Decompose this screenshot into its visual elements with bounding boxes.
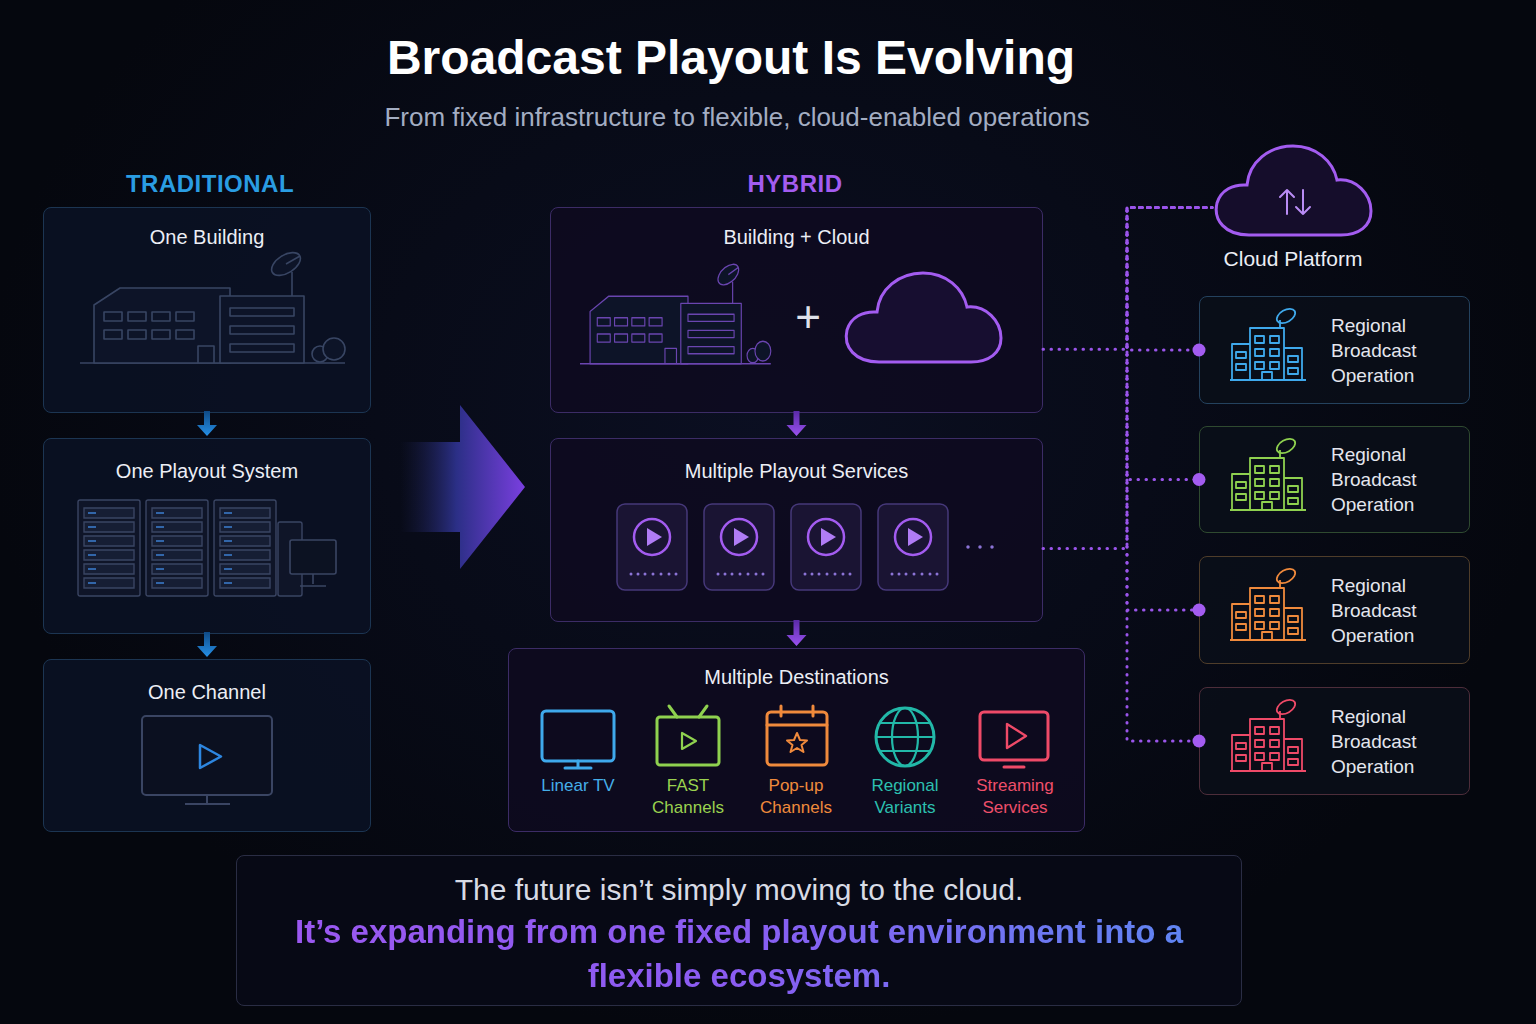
stage-box: Multiple Playout Services (550, 438, 1043, 622)
flow-arrow (197, 632, 217, 657)
destination-label: Linear TV (526, 775, 630, 797)
column-heading: HYBRID (645, 170, 945, 198)
destination-label: FAST Channels (636, 775, 740, 819)
node-label: Regional Broadcast Operation (1331, 313, 1456, 388)
node-label: The future isn’t simply moving to the cl… (237, 870, 1241, 910)
node-label: Multiple Playout Services (551, 459, 1042, 483)
connector (197, 411, 217, 436)
connector (1043, 208, 1212, 549)
cloud-node: Cloud Platform (1212, 140, 1374, 275)
summary-box: The future isn’t simply moving to the cl… (236, 855, 1242, 1006)
dotted-link (1127, 208, 1212, 611)
flow-arrow (197, 411, 217, 436)
node-label: Multiple Destinations (509, 665, 1084, 689)
destination-label: Streaming Services (963, 775, 1067, 819)
stage-box: One Playout System (43, 438, 371, 634)
stage-box: One Building (43, 207, 371, 413)
node-label: Regional Broadcast Operation (1331, 442, 1456, 517)
regional-box: Regional Broadcast Operation (1199, 296, 1470, 404)
node-label: Regional Broadcast Operation (1331, 704, 1456, 779)
connector (787, 411, 807, 436)
subtitle: From fixed infrastructure to flexible, c… (237, 101, 1237, 133)
transition-arrow (400, 405, 525, 569)
destination-label: Pop-up Channels (744, 775, 848, 819)
connector (400, 405, 525, 569)
node-label: One Channel (44, 680, 370, 704)
flow-arrow (787, 411, 807, 436)
node-label: Cloud Platform (1192, 246, 1394, 272)
connector (787, 620, 807, 646)
regional-box: Regional Broadcast Operation (1199, 687, 1470, 795)
connector (1043, 208, 1212, 350)
node-label: One Building (44, 225, 370, 249)
node-label: Building + Cloud (551, 225, 1042, 249)
connector (197, 632, 217, 657)
node-label: One Playout System (44, 459, 370, 483)
sync-arrows (1280, 190, 1310, 214)
stage-box: One Channel (43, 659, 371, 832)
cloud-platform-icon (1216, 146, 1371, 235)
plus-sign: + (778, 292, 838, 342)
destination-label: Regional Variants (853, 775, 957, 819)
flow-arrow (787, 620, 807, 646)
dotted-link (1043, 208, 1212, 549)
connector (1127, 208, 1212, 617)
regional-box: Regional Broadcast Operation (1199, 556, 1470, 664)
diagram-title: Broadcast Playout Is Evolving (181, 28, 1281, 88)
node-label: Regional Broadcast Operation (1331, 573, 1456, 648)
column-heading: TRADITIONAL (60, 170, 360, 198)
node-body: It’s expanding from one fixed playout en… (279, 910, 1199, 998)
regional-box: Regional Broadcast Operation (1199, 426, 1470, 533)
dotted-link (1043, 208, 1212, 350)
